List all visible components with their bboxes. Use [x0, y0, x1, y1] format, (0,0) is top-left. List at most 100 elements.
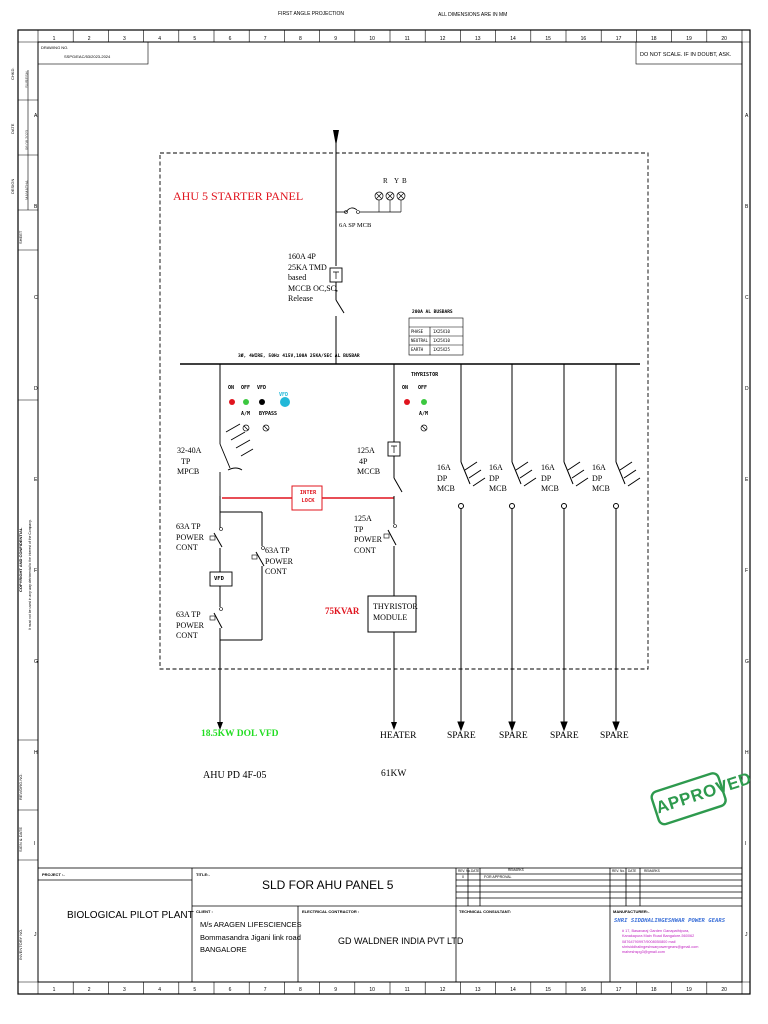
grid-col-bottom: 8: [299, 987, 302, 993]
grid-row-right: F: [745, 567, 749, 574]
ind-vfd-blue-label: VFD: [279, 392, 289, 398]
manufacturer-address: # 17, Basavaraj Garden Ganapathipura,Kan…: [622, 929, 699, 955]
grid-col-bottom: 9: [334, 987, 337, 993]
outer-border: [17, 29, 751, 995]
grid-col-bottom: 17: [615, 987, 622, 993]
busbar-cell: NEUTRAL: [411, 338, 428, 343]
for-approval: FOR APPROVAL: [484, 875, 512, 879]
grid-col-top: 6: [228, 36, 232, 42]
rev-no-head-2: REV. No.: [612, 869, 625, 873]
rev-label: REV/DRG.NO.: [18, 773, 23, 800]
grid-col-top: 3: [123, 36, 126, 42]
sign-date-label: SIGN & DATE: [18, 826, 23, 852]
sheet-label: SHEET: [18, 230, 23, 244]
grid-col-top: 18: [651, 36, 657, 42]
grid-col-bottom: 15: [545, 987, 551, 993]
ind-on-label-2: ON: [402, 385, 409, 391]
title-block: [37, 867, 743, 983]
spare-terminal: [458, 503, 464, 509]
spare-feeder-line: [460, 364, 486, 728]
lamp-b: B: [402, 177, 407, 185]
drawing-no-label: DRAWING NO.: [41, 45, 69, 50]
grid-col-top: 5: [193, 36, 197, 42]
dimensions-note: ALL DIMENSIONS ARE IN MM: [438, 12, 508, 18]
grid-col-bottom: 20: [721, 987, 727, 993]
rev-no-head: REV. No.: [458, 869, 471, 873]
grid-col-bottom: 11: [404, 987, 410, 993]
grid-col-top: 11: [404, 36, 410, 42]
spare-feeder-line: [615, 364, 641, 728]
grid-row-left: E: [34, 476, 38, 483]
spare-arrow: [508, 721, 516, 732]
grid-col-top: 16: [580, 36, 587, 42]
kvar-label: 75KVAR: [325, 606, 360, 616]
ind-on-label: ON: [228, 385, 235, 391]
manufacturer-name: SHRI SIDDHALINGESHWAR POWER GEARS: [614, 918, 726, 924]
heater-kw-label: 61KW: [381, 769, 407, 779]
busbar-cell: 1X25X10: [433, 338, 450, 343]
ind-off-label-2: OFF: [418, 385, 428, 391]
ind-vfd-label: VFD: [257, 385, 267, 391]
grid-row-right: E: [745, 476, 749, 483]
grid-col-top: 8: [299, 36, 302, 42]
inner-border: [37, 41, 743, 983]
vfd-box: [209, 571, 233, 587]
confidential-note: It must not be used in any way detriment…: [28, 519, 32, 630]
bypass-label: BYPASS: [259, 411, 278, 417]
grid-col-bottom: 13: [475, 987, 481, 993]
project-label: PROJECT :-: [42, 872, 65, 877]
grid-col-top: 9: [334, 36, 337, 42]
grid-row-right: G: [745, 658, 749, 665]
heater-label: HEATER: [380, 731, 417, 741]
grid-col-top: 10: [369, 36, 375, 42]
drawing-title: SLD FOR AHU PANEL 5: [262, 878, 394, 892]
busbar-cell: PHASE: [411, 329, 424, 334]
grid-col-bottom: 1: [52, 987, 56, 993]
grid-col-bottom: 14: [510, 987, 516, 993]
spare-label: SPARE: [550, 731, 579, 741]
spare-feeders: [457, 364, 641, 732]
grid-row-left: H: [34, 749, 38, 756]
indication-lamps: [374, 191, 406, 201]
spare-feeder-line: [563, 364, 589, 728]
grid-row-right: B: [745, 203, 749, 210]
spare-arrow: [612, 721, 620, 732]
drawing-no: SSPG/EAC/53/2023-2024: [64, 54, 111, 59]
grid-col-top: 19: [686, 36, 692, 42]
grid-col-bottom: 19: [686, 987, 692, 993]
grid-row-right: A: [745, 112, 749, 119]
busbar-table-title: 200A AL BUSBARS: [412, 310, 453, 315]
grid-col-bottom: 6: [228, 987, 232, 993]
panel-title: AHU 5 STARTER PANEL: [173, 189, 304, 203]
contractor-label: ELECTRICAL CONTRACTOR :: [302, 909, 360, 914]
grid-col-bottom: 10: [369, 987, 375, 993]
mpcb-symbol: [219, 420, 254, 496]
grid-row-left: G: [34, 658, 38, 665]
grid-ticks: [72, 30, 708, 994]
grid-row-left: I: [34, 840, 36, 847]
grid-row-left: J: [34, 931, 37, 938]
spare-label: SPARE: [499, 731, 528, 741]
lamp-y: Y: [394, 177, 400, 185]
ahu-label: AHU PD 4F-05: [203, 770, 267, 781]
grid-col-bottom: 4: [158, 987, 161, 993]
grid-col-top: 17: [615, 36, 622, 42]
consultant-label: TECHNICAL CONSULTANT:: [459, 909, 511, 914]
grid-row-right: H: [745, 749, 749, 756]
thyristor-module-box: [367, 595, 417, 633]
date-head: DATE: [471, 869, 480, 873]
grid-col-top: 15: [545, 36, 551, 42]
spare-terminal: [509, 503, 515, 509]
remarks-head-2: REMARKS: [644, 869, 660, 873]
interlock-box: [291, 485, 323, 511]
